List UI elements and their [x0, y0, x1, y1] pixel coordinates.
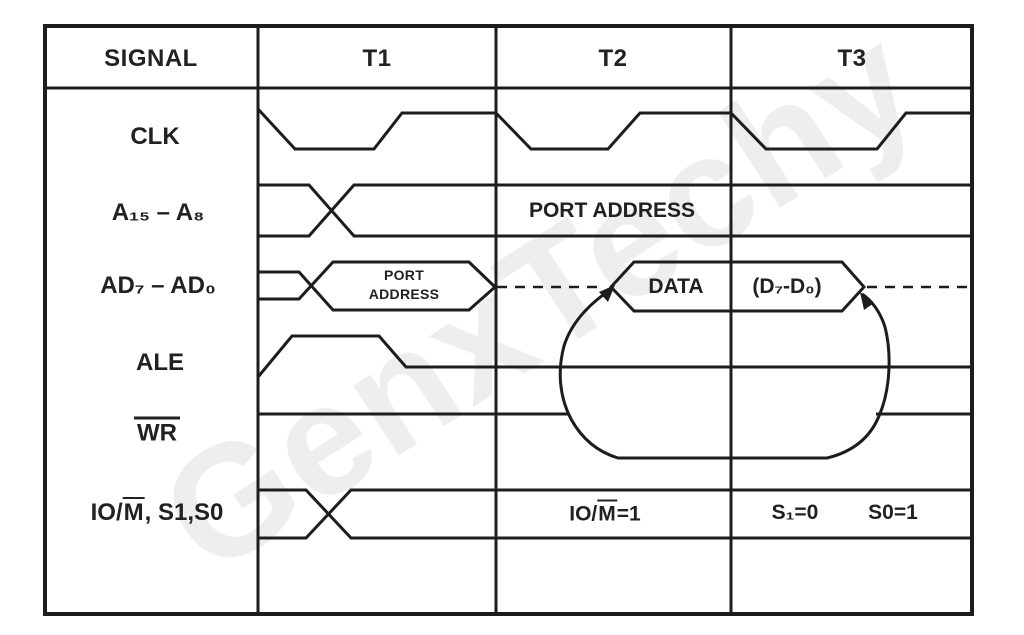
port-address-hexagon-label: PORT ADDRESS — [369, 266, 440, 304]
ale-waveform — [256, 334, 972, 378]
port-address-a-bus-label: PORT ADDRESS — [528, 199, 696, 222]
s0-value-label: S0=1 — [868, 501, 918, 524]
column-header-t3: T3 — [837, 45, 867, 72]
ad-bus-t1-lower-edge — [258, 270, 496, 312]
iom-label-pre: IO/ — [90, 499, 123, 526]
iom-value-post: =1 — [616, 502, 641, 526]
arrowhead-data-end — [860, 292, 874, 310]
iom-value-label: IO/M=1 — [569, 499, 641, 527]
column-header-signal: SIGNAL — [104, 45, 198, 72]
ad-bus-t1-upper-edge — [258, 260, 497, 301]
wr-overline-text: WR — [134, 416, 180, 446]
iom-label-overline-m: M — [122, 497, 145, 526]
iom-value-overline-m: M — [597, 499, 617, 525]
s1-value-label: S₁=0 — [771, 501, 819, 524]
data-bits-label: (D₇-D₀) — [752, 275, 822, 298]
signal-label-a15-a8: A₁₅ – A₈ — [111, 199, 205, 226]
signal-label-clk: CLK — [130, 123, 180, 150]
column-header-t2: T2 — [598, 45, 628, 72]
port-address-line2: ADDRESS — [368, 286, 440, 302]
iom-value-pre: IO/ — [569, 502, 598, 526]
table-outer-border — [43, 24, 974, 616]
iom-label-post: , S1,S0 — [144, 499, 224, 526]
column-header-t1: T1 — [362, 45, 392, 72]
clk-waveform — [256, 107, 972, 151]
iom-rail-lower — [258, 488, 972, 540]
signal-label-ad7-ad0: AD₇ – AD₀ — [100, 272, 216, 299]
a-bus-rail-lower — [258, 183, 972, 238]
data-bus-label: DATA — [648, 275, 704, 298]
arrowhead-data-start — [599, 285, 615, 302]
port-address-line1: PORT — [383, 267, 425, 283]
signal-label-iom-s1-s0: IO/M, S1,S0 — [90, 497, 224, 527]
signal-label-wr: WR — [134, 416, 180, 448]
signal-label-ale: ALE — [136, 349, 184, 376]
data-hexagon — [608, 260, 867, 313]
wr-low-pulse-with-arrows — [558, 287, 891, 460]
